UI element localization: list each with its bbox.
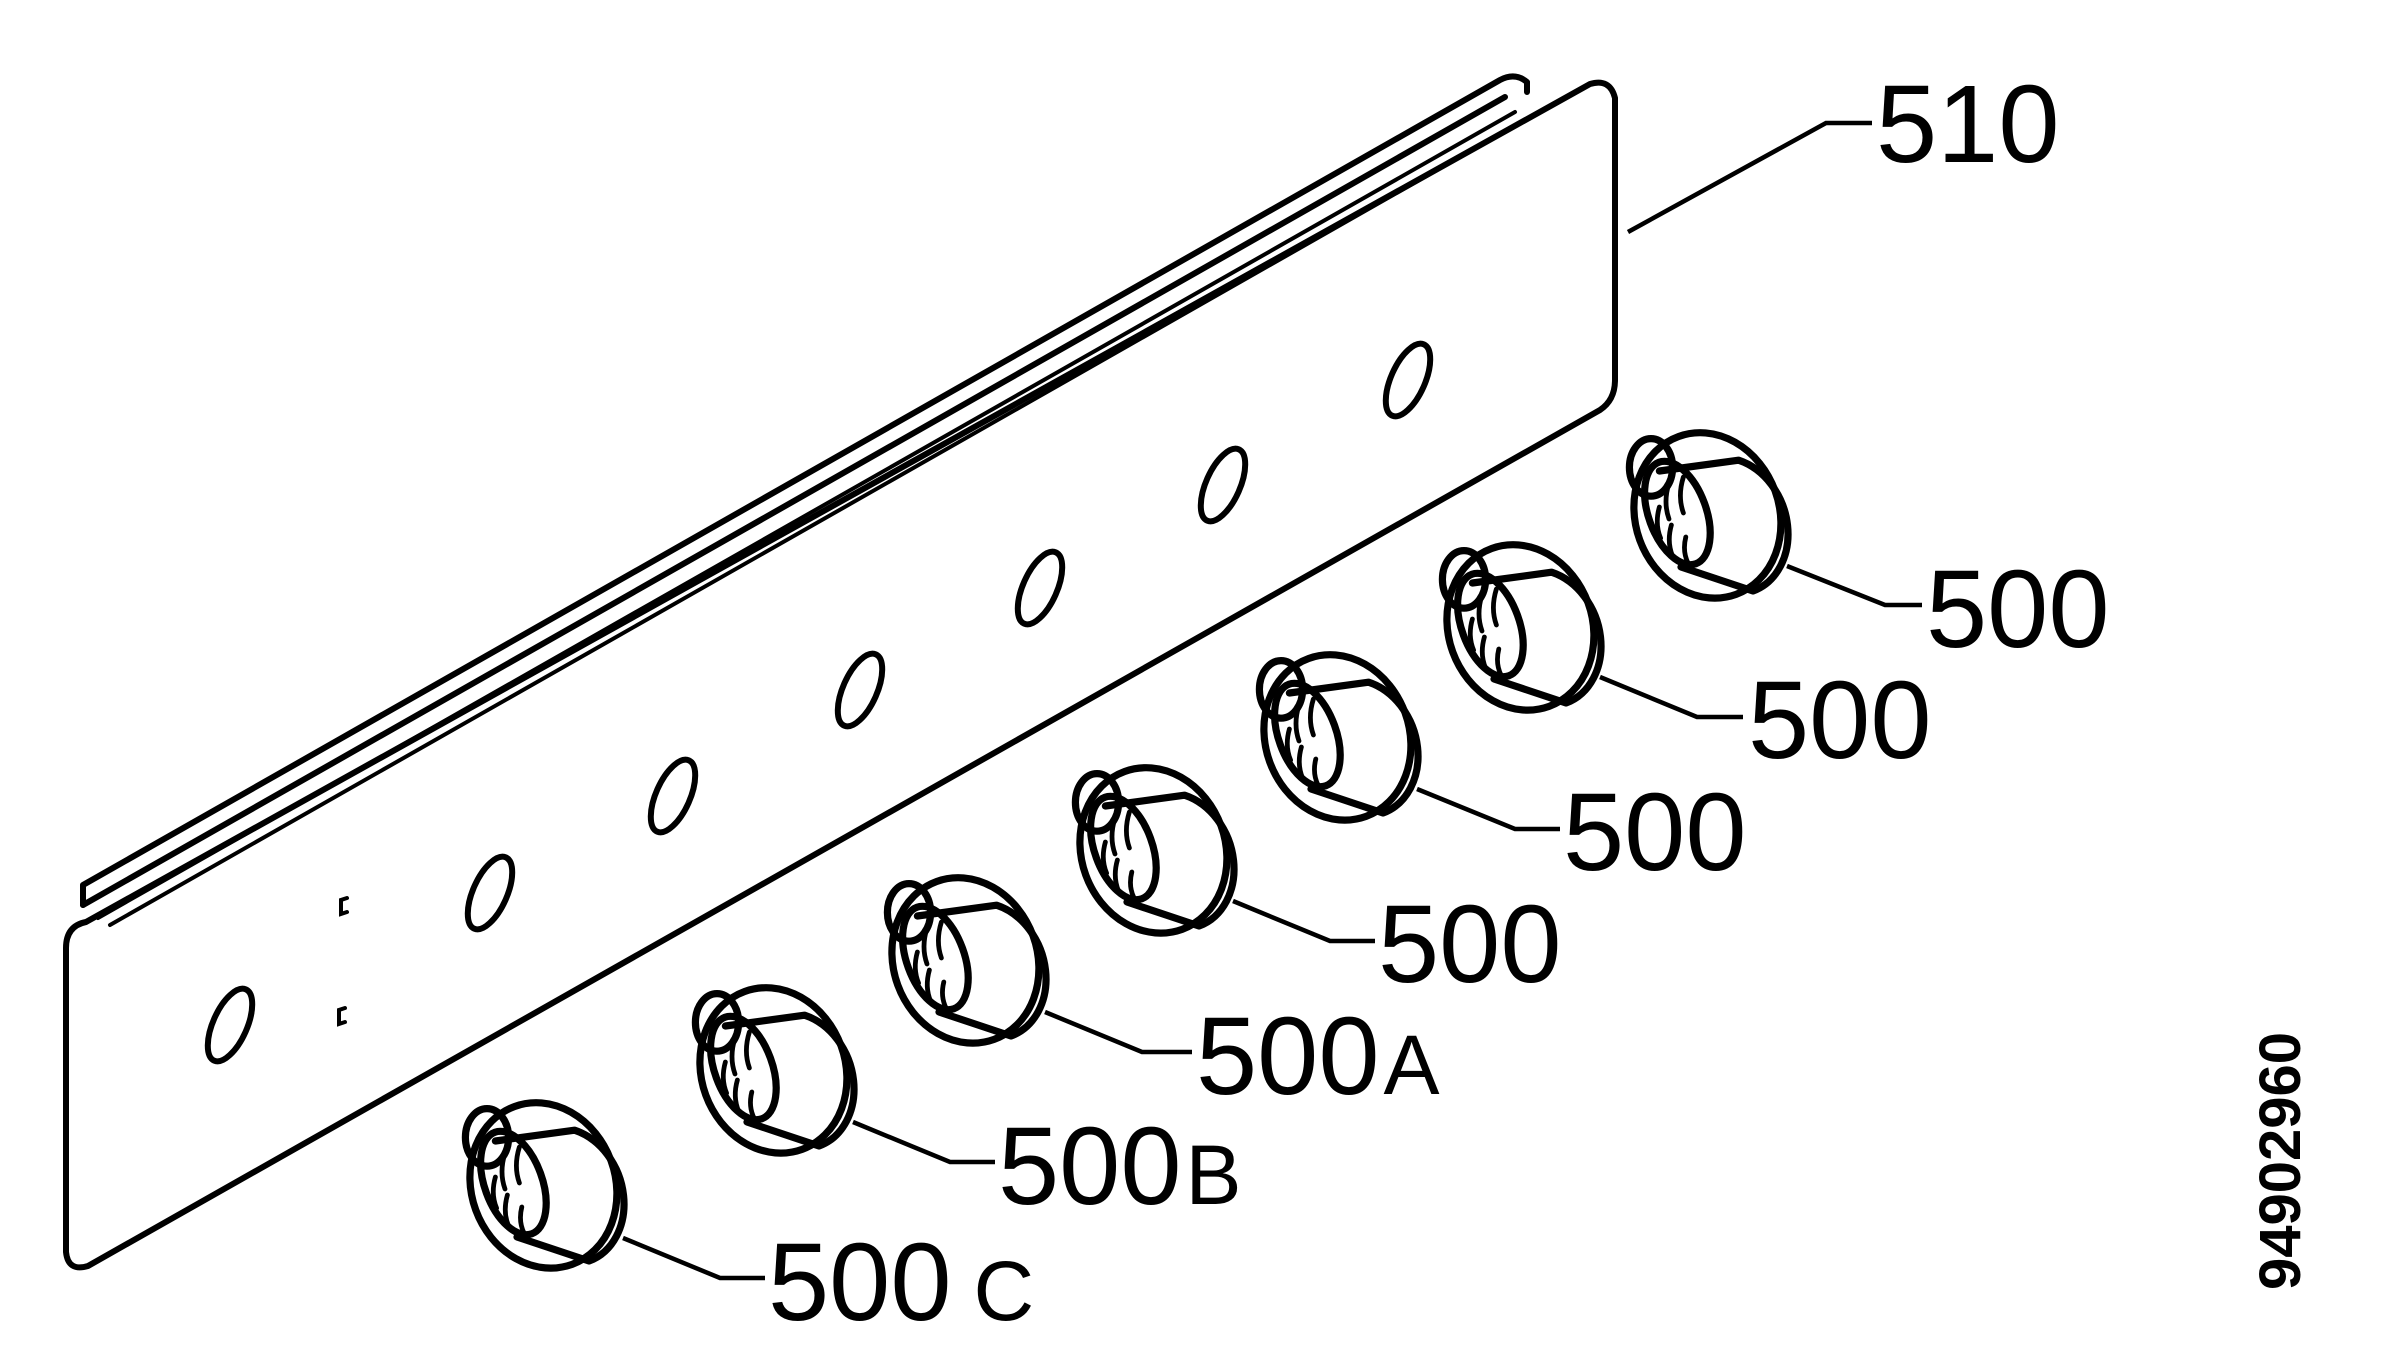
knob-500-4 bbox=[1071, 764, 1238, 937]
callout-500c-suffix: C bbox=[974, 1244, 1035, 1338]
knob-500c bbox=[461, 1099, 628, 1272]
knob-500b bbox=[691, 984, 858, 1157]
callout-500b-suffix: B bbox=[1186, 1128, 1242, 1222]
leader-line-510 bbox=[1626, 120, 1872, 234]
knob-holes bbox=[204, 340, 1434, 1065]
leader-line-knob-2 bbox=[1599, 674, 1743, 720]
control-panel bbox=[63, 73, 1618, 1271]
knob-500-3 bbox=[1255, 651, 1422, 824]
knob-500-2 bbox=[1438, 541, 1605, 714]
leader-line-knob-500c bbox=[622, 1235, 765, 1281]
callout-500c-number: 500 bbox=[768, 1221, 952, 1344]
callout-knob-3: 500 bbox=[1563, 771, 1747, 894]
callout-knob-2: 500 bbox=[1748, 659, 1932, 782]
leader-line-knob-1 bbox=[1786, 563, 1922, 608]
leader-line-knob-500b bbox=[852, 1119, 995, 1165]
knob-500a bbox=[883, 874, 1050, 1047]
callout-knob-1: 500 bbox=[1926, 548, 2110, 671]
leader-line-knob-3 bbox=[1416, 786, 1560, 832]
knob-500-1 bbox=[1625, 429, 1792, 602]
callout-510: 510 bbox=[1876, 63, 2060, 186]
leader-line-knob-4 bbox=[1232, 898, 1375, 944]
callout-500a-number: 500 bbox=[1196, 995, 1380, 1118]
callout-knob-4: 500 bbox=[1378, 883, 1562, 1006]
callout-500b: 500B bbox=[998, 1105, 1242, 1228]
leader-line-knob-500a bbox=[1044, 1009, 1192, 1055]
callout-500b-number: 500 bbox=[998, 1105, 1182, 1228]
callout-500a-suffix: A bbox=[1384, 1018, 1440, 1112]
callout-500a: 500A bbox=[1196, 995, 1440, 1118]
document-number: 94902960 bbox=[2248, 1032, 2313, 1290]
indicator-mark-lower bbox=[337, 1006, 347, 1027]
indicator-mark-upper bbox=[339, 896, 349, 917]
